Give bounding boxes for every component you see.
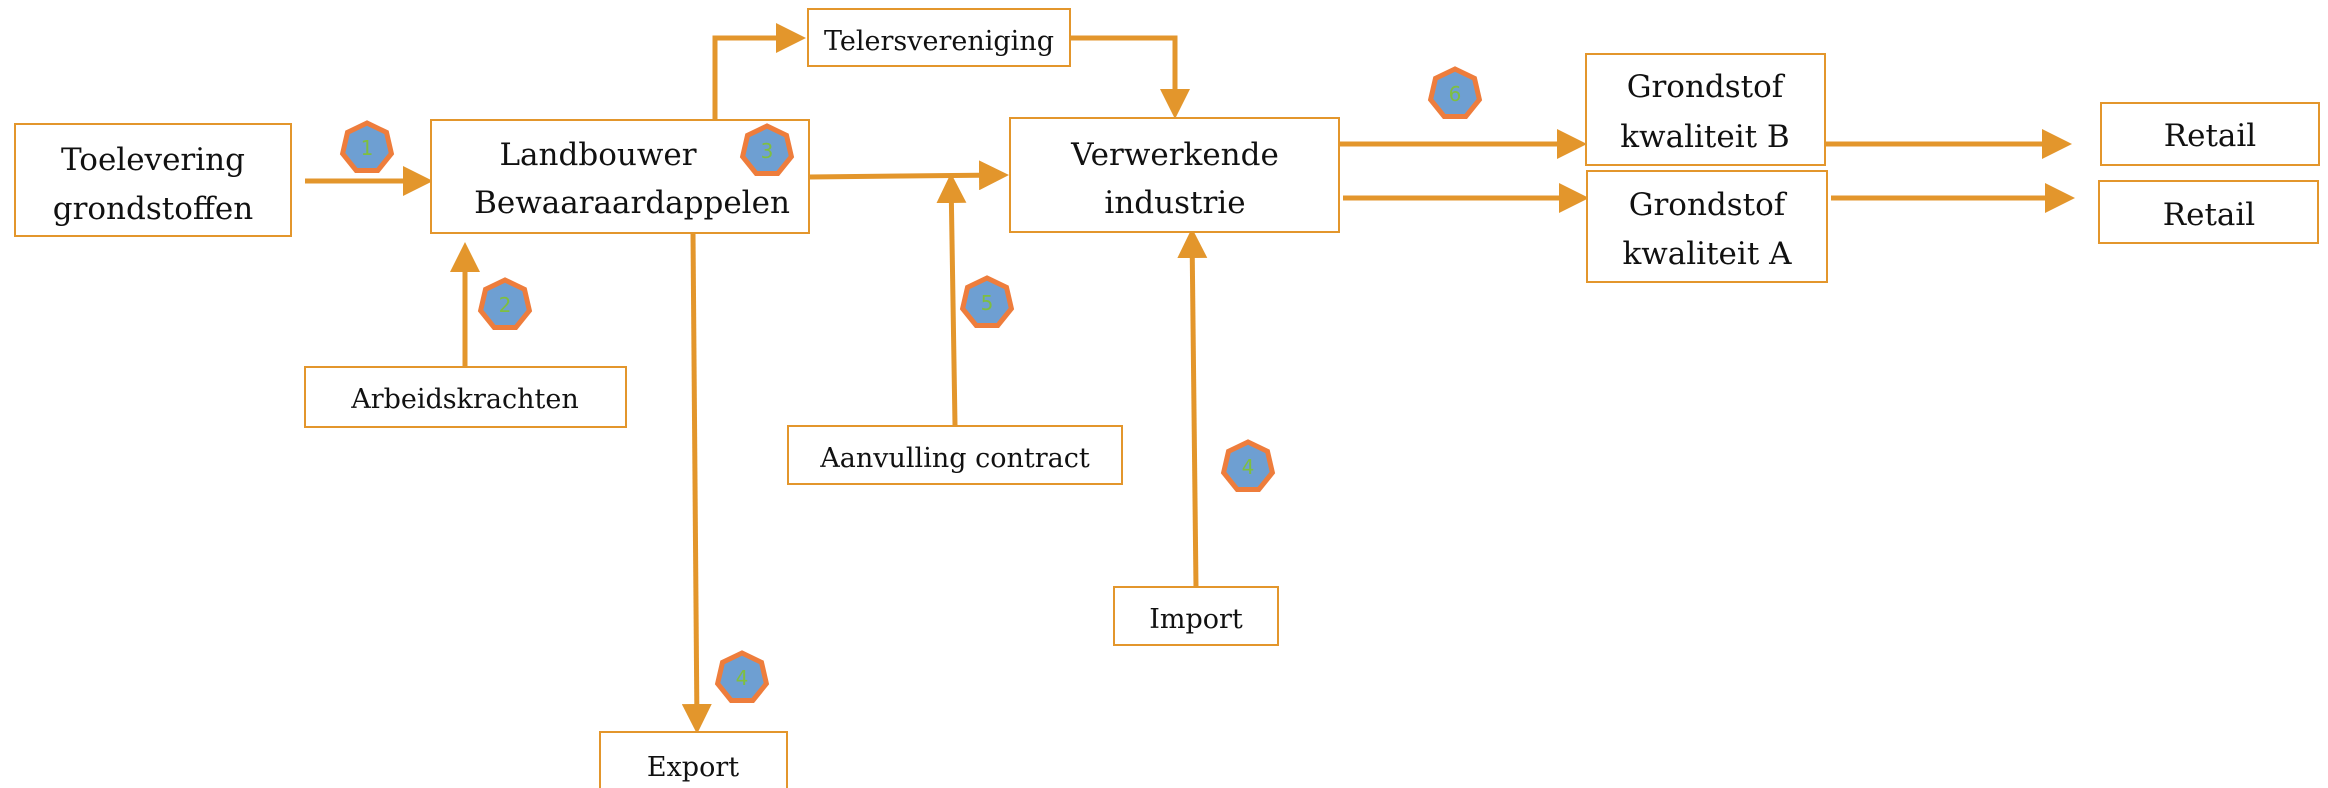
badge-5: 5 [959, 275, 1015, 328]
node-landbouwer-line1: Landbouwer [499, 137, 696, 173]
node-verwerkende-industrie: Verwerkende industrie [1009, 117, 1340, 233]
node-grondstof-b-line1: Grondstof [1627, 69, 1786, 105]
badge-5-number: 5 [981, 291, 994, 315]
node-aanvulling-label: Aanvulling contract [819, 443, 1090, 474]
arrow-landbouwer-to-export [681, 232, 712, 734]
node-grondstof-a-line2: kwaliteit A [1622, 236, 1792, 272]
node-retail-top-label: Retail [2164, 118, 2256, 154]
node-toelevering-line1: Toelevering [61, 142, 245, 178]
node-retail-bottom-label: Retail [2163, 197, 2255, 233]
node-export: Export [599, 731, 788, 788]
badge-6-number: 6 [1449, 82, 1462, 106]
node-verwerkende-line2: industrie [1104, 185, 1245, 221]
node-export-label: Export [647, 752, 739, 783]
node-toelevering-grondstoffen: Toelevering grondstoffen [14, 123, 292, 237]
badge-1-number: 1 [361, 136, 374, 160]
node-grondstof-kwaliteit-a: Grondstof kwaliteit A [1586, 170, 1828, 283]
node-landbouwer: Landbouwer Bewaaraardappelen [430, 119, 810, 234]
badge-6: 6 [1427, 66, 1483, 119]
node-grondstof-kwaliteit-b: Grondstof kwaliteit B [1585, 53, 1826, 166]
badge-7-number: 4 [1242, 455, 1255, 479]
arrow-landbouwer-to-telersvereniging [712, 23, 806, 120]
node-grondstof-a-line1: Grondstof [1629, 187, 1788, 223]
badge-4-number: 4 [736, 666, 749, 690]
edges [305, 23, 2075, 734]
arrow-landbouwer-to-verwerkende [808, 160, 1009, 191]
arrow-import-to-verwerkende [1177, 228, 1208, 589]
node-import: Import [1113, 586, 1279, 646]
node-import-label: Import [1149, 604, 1243, 635]
node-telersvereniging: Telersvereniging [807, 8, 1071, 67]
badge-3-number: 3 [761, 139, 774, 163]
node-retail-top: Retail [2100, 102, 2320, 166]
badge-2-number: 2 [499, 293, 512, 317]
node-landbouwer-line2: Bewaaraardappelen [474, 185, 790, 221]
badge-2: 2 [477, 277, 533, 330]
badge-4: 4 [714, 650, 770, 703]
arrow-aanvulling-to-main-line [936, 173, 967, 426]
arrow-telersvereniging-to-verwerkende [1071, 35, 1190, 119]
node-toelevering-line2: grondstoffen [53, 191, 254, 227]
badge-1: 1 [339, 120, 395, 173]
badge-7: 4 [1220, 439, 1276, 492]
node-arbeidskrachten: Arbeidskrachten [304, 366, 627, 428]
badge-3: 3 [739, 123, 795, 176]
node-retail-bottom: Retail [2098, 180, 2319, 244]
node-arbeidskrachten-label: Arbeidskrachten [350, 384, 579, 415]
node-grondstof-b-line2: kwaliteit B [1620, 119, 1789, 155]
node-telersvereniging-label: Telersvereniging [824, 26, 1054, 57]
node-aanvulling-contract: Aanvulling contract [787, 425, 1123, 485]
node-verwerkende-line1: Verwerkende [1070, 137, 1279, 173]
